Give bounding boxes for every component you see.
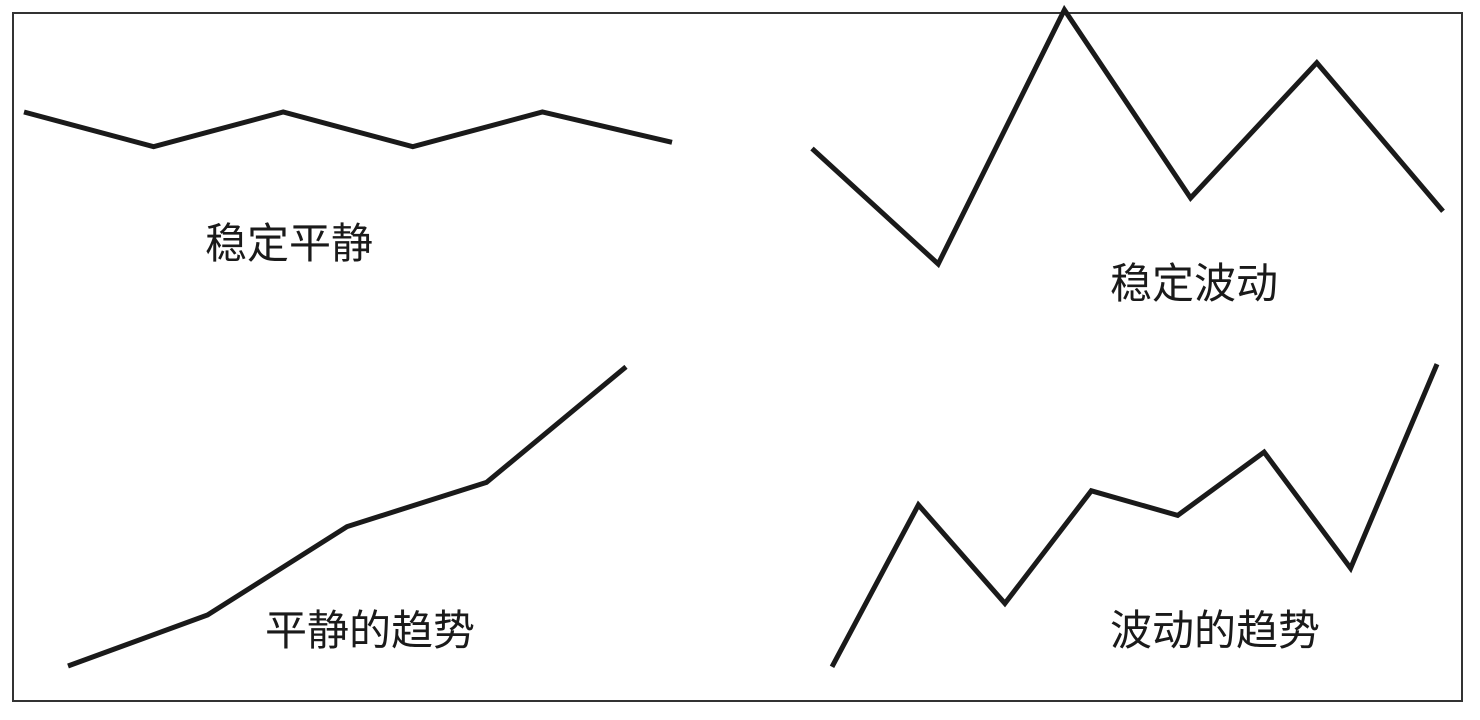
series-line-calm-trend	[67, 364, 628, 669]
label-calm-trend: 平静的趋势	[265, 606, 475, 655]
label-volatile-trend: 波动的趋势	[1110, 606, 1320, 655]
series-line-volatile-trend	[829, 363, 1440, 668]
series-line-stable-calm	[23, 109, 673, 150]
series-line-stable-volatile	[810, 4, 1445, 269]
figure-frame	[12, 12, 1463, 702]
label-stable-volatile: 稳定波动	[1110, 259, 1278, 308]
label-stable-calm: 稳定平静	[205, 219, 373, 268]
panel-calm-trend: 平静的趋势	[67, 364, 628, 669]
panel-stable-calm: 稳定平静	[23, 109, 673, 268]
panel-volatile-trend: 波动的趋势	[829, 363, 1440, 668]
panel-stable-volatile: 稳定波动	[810, 4, 1445, 308]
